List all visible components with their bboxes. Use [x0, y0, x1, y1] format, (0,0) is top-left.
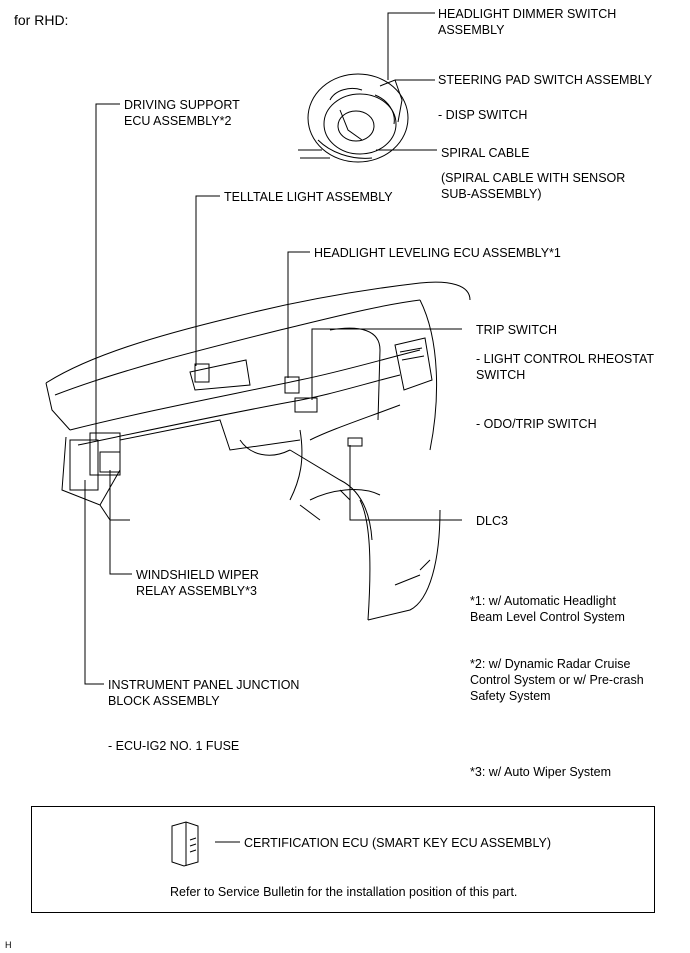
driving-support-ecu-label: DRIVING SUPPORT ECU ASSEMBLY*2 [124, 98, 240, 128]
ecu-ig2-fuse-label: - ECU-IG2 NO. 1 FUSE [108, 739, 240, 753]
light-control-rheostat-label: - LIGHT CONTROL RHEOSTAT SWITCH [476, 352, 655, 382]
certification-ecu-drawing [171, 821, 199, 867]
footnote-3: *3: w/ Auto Wiper System [470, 765, 612, 779]
headlight-leveling-ecu-label: HEADLIGHT LEVELING ECU ASSEMBLY*1 [314, 246, 561, 260]
footnote-2: *2: w/ Dynamic Radar Cruise Control Syst… [470, 657, 644, 703]
dlc3-label: DLC3 [476, 514, 508, 528]
windshield-wiper-relay-label: WINDSHIELD WIPER RELAY ASSEMBLY*3 [136, 568, 259, 598]
certification-ecu-label: CERTIFICATION ECU (SMART KEY ECU ASSEMBL… [244, 836, 552, 850]
steering-pad-switch-label: STEERING PAD SWITCH ASSEMBLY [438, 73, 653, 87]
certification-ecu-box [31, 806, 655, 913]
steering-wheel-drawing [298, 73, 409, 163]
page-title: for RHD: [14, 12, 69, 28]
telltale-light-label: TELLTALE LIGHT ASSEMBLY [224, 190, 393, 204]
disp-switch-label: - DISP SWITCH [438, 108, 528, 122]
figure-mark: H [5, 940, 12, 950]
spiral-cable-label: SPIRAL CABLE [441, 146, 530, 160]
headlight-dimmer-switch-label: HEADLIGHT DIMMER SWITCH ASSEMBLY [438, 7, 617, 37]
odo-trip-switch-label: - ODO/TRIP SWITCH [476, 417, 597, 431]
spiral-cable-sensor-label: (SPIRAL CABLE WITH SENSOR SUB-ASSEMBLY) [441, 171, 626, 201]
dashboard-drawing [45, 281, 471, 621]
leader-lines [84, 12, 462, 843]
trip-switch-label: TRIP SWITCH [476, 323, 558, 337]
footnote-1: *1: w/ Automatic Headlight Beam Level Co… [470, 594, 625, 624]
instrument-panel-junction-label: INSTRUMENT PANEL JUNCTION BLOCK ASSEMBLY [108, 678, 300, 708]
service-bulletin-note: Refer to Service Bulletin for the instal… [170, 885, 518, 899]
component-drawings [69, 363, 363, 491]
